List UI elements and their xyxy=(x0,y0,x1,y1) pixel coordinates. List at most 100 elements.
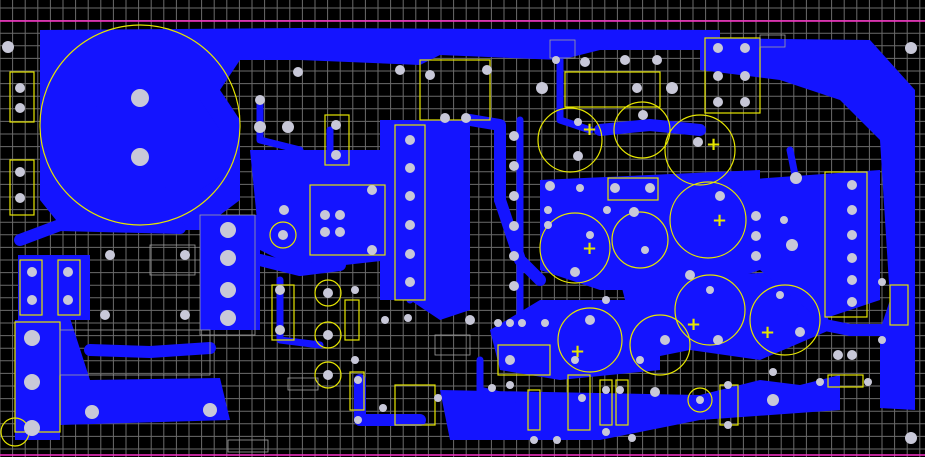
polarity-mark: + xyxy=(706,134,721,155)
pad xyxy=(506,381,514,389)
pad xyxy=(494,319,502,327)
pad xyxy=(660,335,670,345)
pad xyxy=(85,405,99,419)
pad xyxy=(740,97,750,107)
pad xyxy=(636,356,644,364)
pad xyxy=(905,42,917,54)
pad xyxy=(465,315,475,325)
pad xyxy=(24,420,40,436)
pad xyxy=(530,436,538,444)
pad xyxy=(278,230,288,240)
pad xyxy=(506,319,514,327)
pad xyxy=(354,376,362,384)
pad xyxy=(905,432,917,444)
pad xyxy=(405,163,415,173)
pad xyxy=(740,43,750,53)
pad xyxy=(405,135,415,145)
pad xyxy=(425,70,435,80)
polarity-mark: + xyxy=(582,238,597,259)
pad xyxy=(434,394,442,402)
polarity-marks: + + + + + + + xyxy=(570,119,775,362)
pad xyxy=(220,222,236,238)
pad xyxy=(335,227,345,237)
pad xyxy=(509,281,519,291)
silkscreen-layer xyxy=(0,24,909,447)
pad xyxy=(461,113,471,123)
pad xyxy=(282,121,294,133)
pad xyxy=(293,67,303,77)
pad xyxy=(795,327,805,337)
pad xyxy=(405,191,415,201)
polarity-mark: + xyxy=(582,119,597,140)
pad xyxy=(509,191,519,201)
pad xyxy=(641,246,649,254)
pad xyxy=(715,191,725,201)
large-capacitor-outline xyxy=(39,24,241,226)
pad xyxy=(541,319,549,327)
pad xyxy=(395,65,405,75)
pad xyxy=(131,148,149,166)
pad xyxy=(878,336,886,344)
pad xyxy=(833,350,843,360)
pad xyxy=(578,394,586,402)
pad xyxy=(847,253,857,263)
pad xyxy=(603,206,611,214)
polarity-mark: + xyxy=(570,341,585,362)
pad xyxy=(220,282,236,298)
pad xyxy=(320,227,330,237)
pad xyxy=(275,325,285,335)
pad xyxy=(279,205,289,215)
pad xyxy=(24,330,40,346)
pad xyxy=(488,384,496,392)
pad xyxy=(536,82,548,94)
pad xyxy=(713,71,723,81)
pad xyxy=(27,295,37,305)
pad xyxy=(2,41,14,53)
pad xyxy=(15,193,25,203)
pad xyxy=(767,394,779,406)
pad xyxy=(847,230,857,240)
pad xyxy=(780,216,788,224)
pad xyxy=(24,374,40,390)
pad xyxy=(545,181,555,191)
pad xyxy=(15,103,25,113)
pad xyxy=(769,368,777,376)
pad xyxy=(847,297,857,307)
pad xyxy=(724,381,732,389)
pad xyxy=(724,421,732,429)
pad xyxy=(585,315,595,325)
pad xyxy=(620,55,630,65)
pad xyxy=(509,161,519,171)
pad xyxy=(323,370,333,380)
pad xyxy=(696,396,704,404)
pad xyxy=(847,205,857,215)
pad xyxy=(323,288,333,298)
pad xyxy=(666,82,678,94)
pad xyxy=(509,221,519,231)
pad xyxy=(405,277,415,287)
pad xyxy=(381,316,389,324)
pad xyxy=(713,335,723,345)
pad xyxy=(586,231,594,239)
pad xyxy=(571,356,579,364)
pad xyxy=(254,121,266,133)
pad xyxy=(751,231,761,241)
pad xyxy=(275,285,285,295)
pad xyxy=(405,249,415,259)
pad xyxy=(351,286,359,294)
pad xyxy=(323,330,333,340)
polarity-mark: + xyxy=(686,314,701,335)
polarity-mark: + xyxy=(760,322,775,343)
pad xyxy=(693,137,703,147)
pad xyxy=(63,295,73,305)
pad xyxy=(602,428,610,436)
pad xyxy=(580,57,590,67)
pad xyxy=(180,310,190,320)
pad xyxy=(505,355,515,365)
pad xyxy=(616,386,624,394)
pad xyxy=(63,267,73,277)
pad xyxy=(751,211,761,221)
pad xyxy=(15,167,25,177)
pad xyxy=(335,210,345,220)
